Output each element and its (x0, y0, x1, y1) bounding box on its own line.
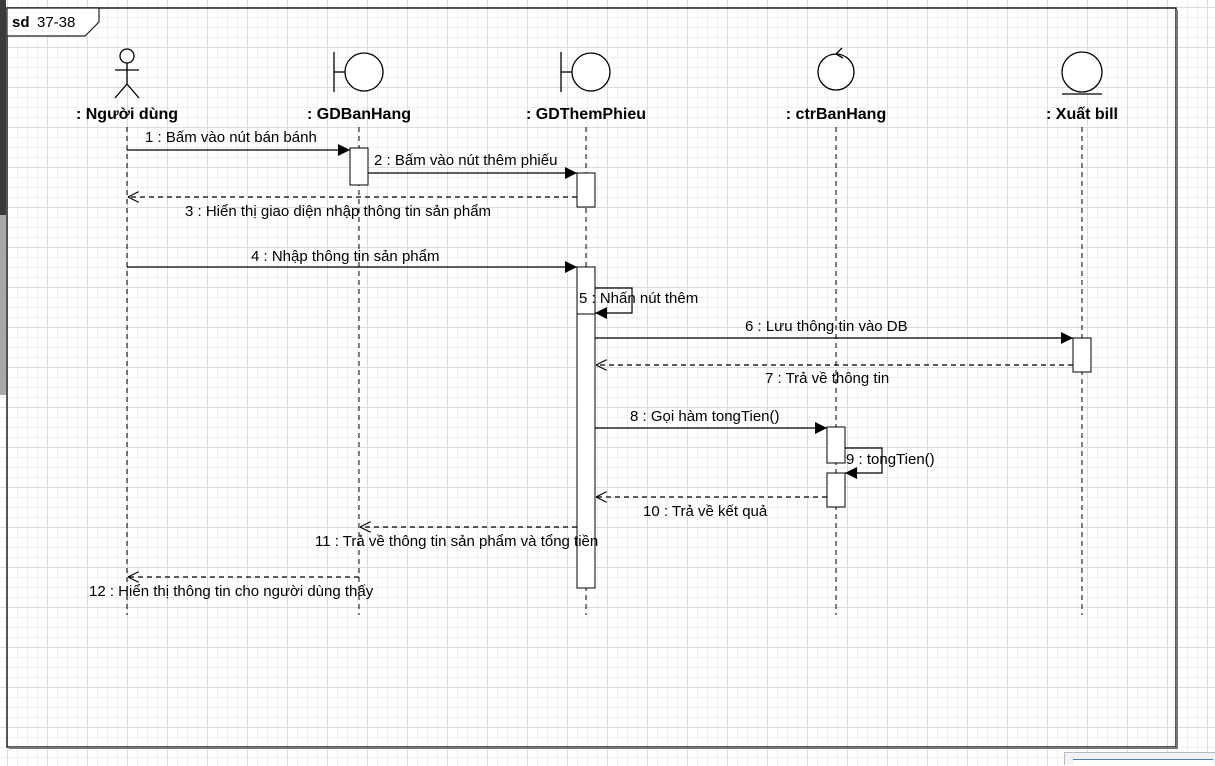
frame-keyword: sd (12, 14, 30, 31)
message-4-label: 4 : Nhập thông tin sản phẩm (251, 248, 439, 265)
participant-label-ctrbanhang: : ctrBanHang (786, 106, 886, 123)
activations (349, 147, 1092, 589)
message-7-label: 7 : Trả về thông tin (765, 370, 889, 387)
message-10-label: 10 : Trả về kết quả (643, 503, 768, 520)
message-1-label: 1 : Bấm vào nút bán bánh (145, 129, 317, 146)
message-6-label: 6 : Lưu thông tin vào DB (745, 318, 908, 335)
activation-ctrbanhang-1 (826, 426, 846, 464)
control-ctrbanhang-icon (817, 47, 855, 91)
message-2-label: 2 : Bấm vào nút thêm phiếu (374, 152, 557, 169)
messages (127, 144, 1073, 577)
frame-name: 37-38 (37, 14, 75, 31)
message-8-label: 8 : Gọi hàm tongTien() (630, 408, 780, 425)
activation-gdthemphieu-1 (576, 172, 596, 208)
participant-label-gdthemphieu: : GDThemPhieu (526, 106, 646, 123)
message-9-arrow (845, 447, 883, 479)
editor-corner-panel-inner (1073, 759, 1213, 766)
boundary-gdbanhang-icon (333, 52, 384, 92)
sd-frame: sd 37-38 (6, 7, 1178, 749)
activation-xuatbill (1072, 337, 1092, 373)
participant-label-gdbanhang: : GDBanHang (307, 106, 411, 123)
frame-tag-box (6, 7, 100, 37)
editor-left-edge-lower (0, 215, 6, 395)
message-12-label: 12 : Hiển thị thông tin cho người dùng t… (89, 583, 374, 600)
message-11-label: 11 : Trả về thông tin sản phẩm và tổng t… (315, 533, 598, 550)
message-5-label: 5 : Nhấn nút thêm (579, 290, 698, 307)
message-5-arrow (595, 287, 633, 319)
editor-corner-panel (1064, 752, 1215, 766)
activation-gdbanhang (349, 147, 369, 186)
participant-label-user: : Người dùng (76, 106, 178, 123)
boundary-gdthemphieu-icon (560, 52, 611, 92)
editor-left-edge (0, 0, 6, 215)
activation-ctrbanhang-2 (826, 472, 846, 508)
activation-gdthemphieu-3 (576, 313, 596, 589)
message-3-label: 3 : Hiển thị giao diện nhập thông tin sả… (185, 203, 491, 220)
participant-label-xuatbill: : Xuất bill (1046, 106, 1118, 123)
message-9-label: 9 : tongTien() (846, 451, 935, 468)
entity-xuatbill-icon (1061, 51, 1103, 95)
lifelines (126, 127, 1083, 615)
actor-user-icon (114, 48, 140, 99)
